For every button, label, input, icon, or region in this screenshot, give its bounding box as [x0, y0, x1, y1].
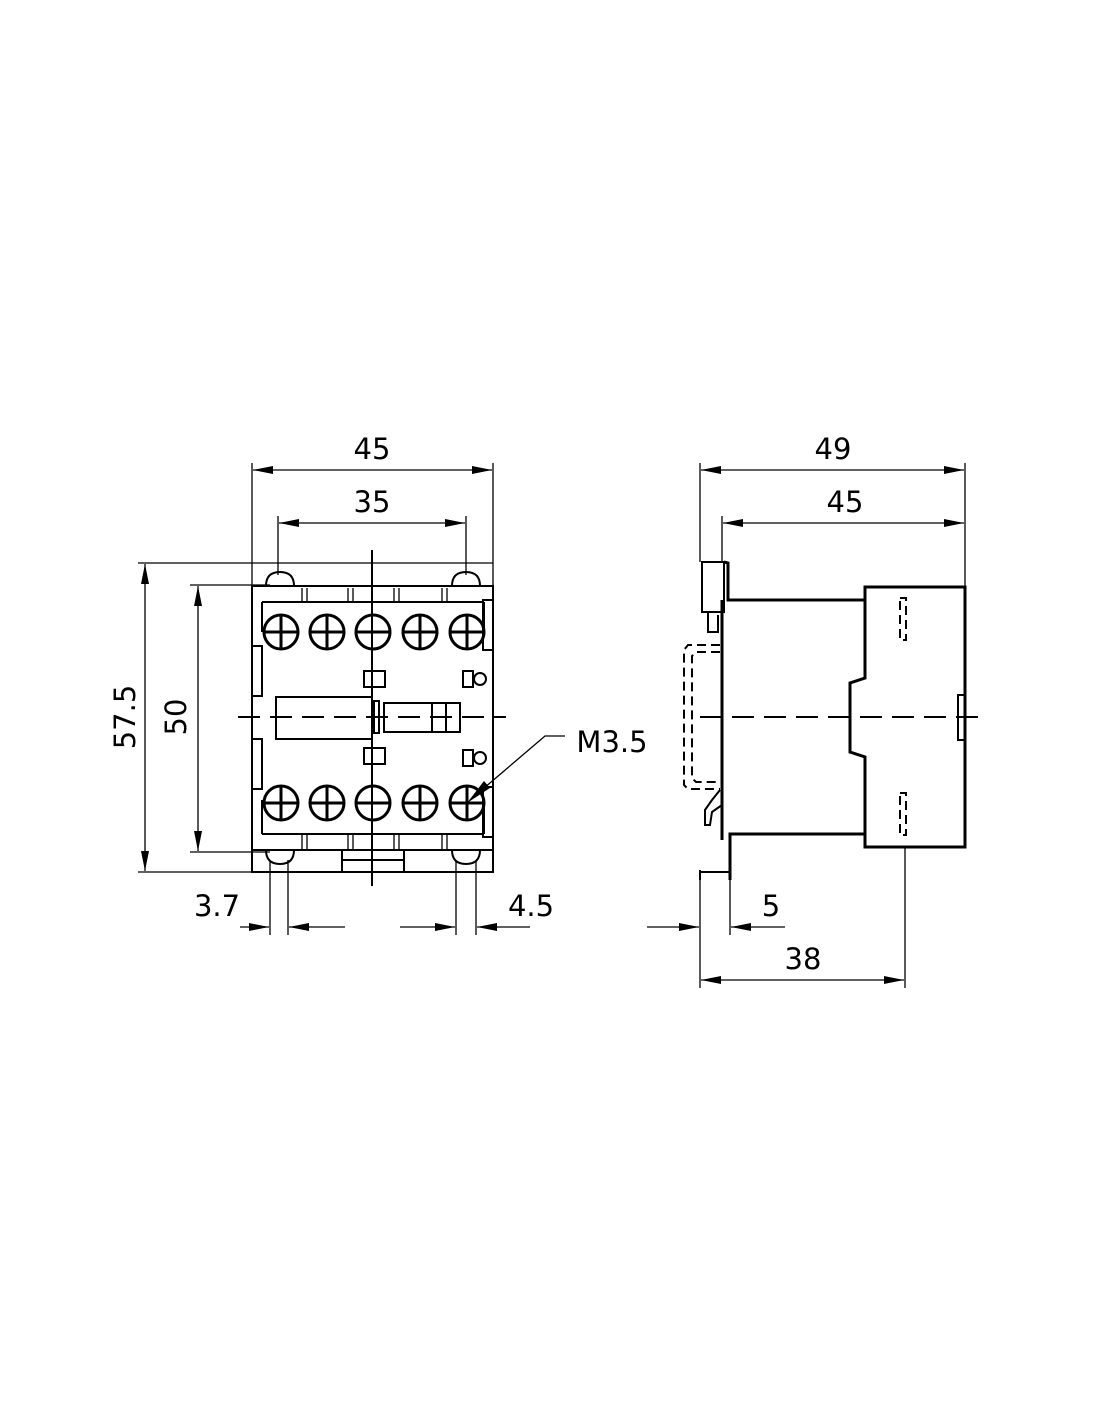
dim-depth-label: 49 [815, 432, 852, 466]
din-rail-outline [683, 644, 720, 790]
dim-hole-height-label: 50 [159, 699, 193, 736]
dim-body-depth-label: 45 [827, 485, 864, 519]
screw-size-label: M3.5 [576, 725, 647, 759]
dim-width-label: 45 [354, 432, 391, 466]
terminal-row-bottom [262, 784, 486, 822]
terminal-screw-icon [401, 613, 439, 651]
mounting-ear-bottom-left [265, 849, 295, 866]
top-slots [301, 588, 448, 850]
mounting-ear-bottom-right [451, 849, 481, 866]
terminal-row-top [262, 613, 486, 651]
dim-rail-offset-label: 5 [762, 889, 780, 923]
dim-hole-spacing-label: 35 [354, 485, 391, 519]
dim-right-offset-label: 4.5 [508, 889, 554, 923]
terminal-screw-icon [262, 613, 300, 651]
dim-left-offset-label: 3.7 [194, 889, 240, 923]
side-view: 49 45 5 38 [647, 432, 985, 988]
terminal-slot [899, 792, 907, 836]
dim-terminal-depth-label: 38 [785, 942, 822, 976]
front-view: 45 35 57.5 50 3.7 4.5 M3.5 [108, 432, 648, 935]
mounting-ear-top-left [265, 570, 295, 587]
terminal-screw-icon [308, 613, 346, 651]
terminal-screw-icon [308, 784, 346, 822]
dim-height-label: 57.5 [108, 685, 142, 750]
terminal-screw-icon [401, 784, 439, 822]
terminal-screw-icon [448, 613, 486, 651]
terminal-screw-icon [262, 784, 300, 822]
terminal-slot [899, 597, 907, 641]
screw-leader-line [469, 735, 565, 801]
